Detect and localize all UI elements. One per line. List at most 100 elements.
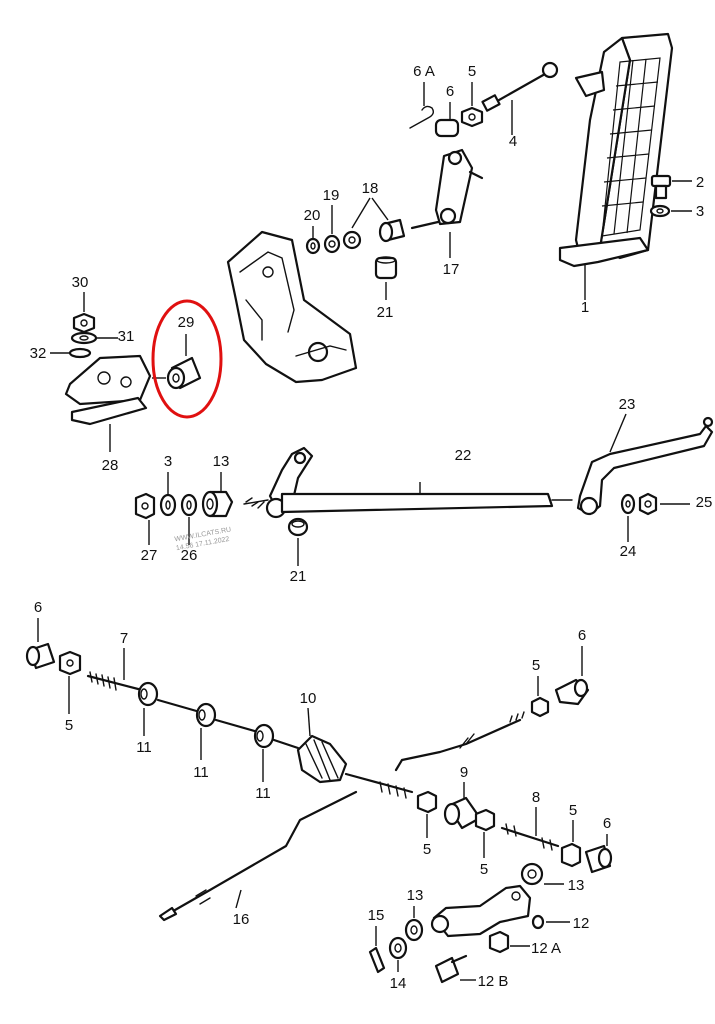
callout-l-5-b1[interactable]: 5	[569, 802, 577, 819]
clip-6a	[409, 82, 435, 129]
callout-l-17[interactable]: 17	[443, 261, 460, 278]
split-pin-15	[368, 926, 386, 974]
callout-l-26[interactable]: 26	[181, 547, 198, 564]
nut-5-top	[460, 82, 484, 128]
callout-l-23[interactable]: 23	[619, 396, 636, 413]
nut-25	[638, 492, 690, 516]
pedal-lever-17	[410, 148, 484, 258]
push-rod-4	[481, 61, 559, 135]
washer-24	[620, 493, 636, 542]
nut-5-b3	[474, 808, 496, 858]
bolt-12b	[434, 954, 476, 984]
washer-20	[305, 226, 321, 255]
callout-l-13-c[interactable]: 13	[407, 887, 424, 904]
rod-7-mid	[156, 698, 202, 714]
callout-l-12a[interactable]: 12 A	[531, 940, 561, 957]
callout-l-16[interactable]: 16	[233, 911, 250, 928]
ball-socket-6-left	[25, 618, 56, 670]
pedal-bracket	[226, 230, 358, 384]
callout-l-14[interactable]: 14	[390, 975, 407, 992]
nut-27	[134, 492, 156, 545]
ball-socket-6-b	[584, 834, 613, 874]
washer-19	[323, 205, 341, 254]
washer-26	[180, 493, 198, 545]
callout-l-5-top[interactable]: 5	[468, 63, 476, 80]
callout-l-6-b[interactable]: 6	[603, 815, 611, 832]
grommet-11-a	[137, 681, 159, 736]
callout-l-5-b3[interactable]: 5	[480, 861, 488, 878]
callout-l-31[interactable]: 31	[118, 328, 135, 345]
shaft-22	[243, 482, 573, 514]
callout-l-10[interactable]: 10	[300, 690, 317, 707]
nut-5-b1	[560, 820, 582, 868]
washer-31	[70, 331, 118, 345]
washer-3-top	[649, 204, 692, 218]
callout-l-13-mid[interactable]: 13	[213, 453, 230, 470]
callout-l-11-b[interactable]: 11	[193, 764, 209, 781]
callout-l-18[interactable]: 18	[362, 180, 379, 197]
bushing-21-mid	[287, 517, 309, 566]
callout-l-2[interactable]: 2	[696, 174, 704, 191]
callout-l-5-b2[interactable]: 5	[423, 841, 431, 858]
nut-5-left	[58, 650, 82, 714]
bushing-18-b	[342, 230, 362, 250]
lever-12	[430, 884, 570, 938]
callout-l-21-top[interactable]: 21	[377, 304, 394, 321]
callout-l-20[interactable]: 20	[304, 207, 321, 224]
callout-l-15[interactable]: 15	[368, 907, 385, 924]
boot-10	[296, 707, 348, 784]
bushing-29	[152, 334, 202, 390]
rod-boot-thread	[379, 781, 407, 799]
grommet-11-c	[253, 723, 275, 782]
bushing-13-b	[520, 862, 564, 886]
washer-14	[388, 936, 408, 972]
bracket-28	[64, 354, 152, 452]
callout-l-12b[interactable]: 12 B	[478, 973, 509, 990]
callout-l-25[interactable]: 25	[696, 494, 713, 511]
callout-l-6a-top[interactable]: 6 A	[413, 63, 435, 80]
callout-l-8[interactable]: 8	[532, 789, 540, 806]
callout-l-7[interactable]: 7	[120, 630, 128, 647]
nut-30	[72, 292, 96, 334]
callout-l-9[interactable]: 9	[460, 764, 468, 781]
bolt-2	[650, 174, 692, 200]
nut-12a	[488, 930, 530, 954]
callout-l-3-top[interactable]: 3	[696, 203, 704, 220]
callout-l-32[interactable]: 32	[30, 345, 47, 362]
callout-l-11-c[interactable]: 11	[255, 785, 271, 802]
rod-8	[500, 807, 560, 851]
callout-l-12[interactable]: 12	[573, 915, 590, 932]
callout-l-24[interactable]: 24	[620, 543, 637, 560]
bushing-21-top	[374, 256, 398, 300]
throttle-cable-upper	[394, 711, 525, 772]
rod-7	[86, 648, 144, 692]
lever-23	[576, 413, 714, 516]
callout-l-29[interactable]: 29	[178, 314, 195, 331]
callout-l-13-b[interactable]: 13	[568, 877, 585, 894]
ball-socket-6-right	[554, 646, 590, 706]
callout-l-5-left[interactable]: 5	[65, 717, 73, 734]
callout-l-28[interactable]: 28	[102, 457, 119, 474]
callout-l-5-right[interactable]: 5	[532, 657, 540, 674]
bushing-13-c	[404, 906, 424, 942]
callout-l-6-left[interactable]: 6	[34, 599, 42, 616]
callout-l-6-top[interactable]: 6	[446, 83, 454, 100]
callout-l-21-mid[interactable]: 21	[290, 568, 307, 585]
callout-l-6-right[interactable]: 6	[578, 627, 586, 644]
callout-l-1[interactable]: 1	[581, 299, 589, 316]
rod-7-mid2	[214, 718, 260, 734]
washer-3-mid	[159, 472, 177, 517]
callout-l-4[interactable]: 4	[509, 133, 517, 150]
callout-l-19[interactable]: 19	[323, 187, 340, 204]
callout-l-27[interactable]: 27	[141, 547, 158, 564]
sleeve-9	[443, 782, 482, 830]
callout-l-3-mid[interactable]: 3	[164, 453, 172, 470]
accelerator-pedal	[558, 32, 674, 300]
callout-l-22[interactable]: 22	[455, 447, 472, 464]
callout-l-30[interactable]: 30	[72, 274, 89, 291]
bushing-18-a	[378, 218, 406, 243]
callout-l-11-a[interactable]: 11	[136, 739, 152, 756]
lever-22-arm	[265, 446, 314, 519]
ball-socket-6-top	[434, 102, 460, 138]
